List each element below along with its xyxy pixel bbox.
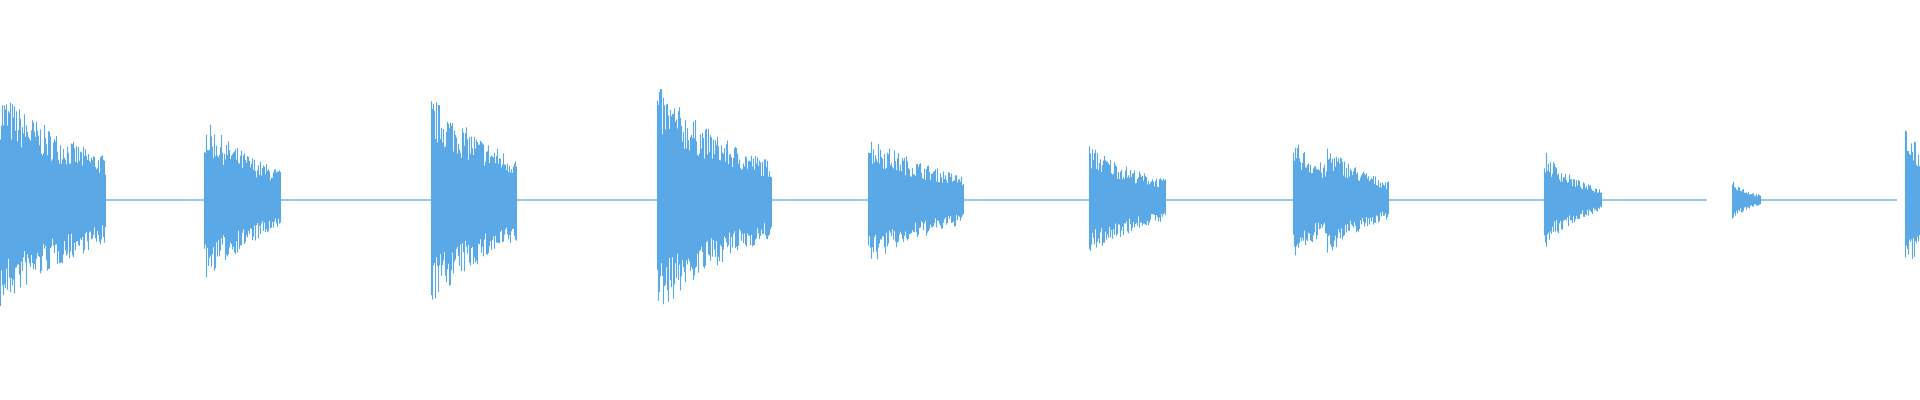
waveform-peaks [0,89,1920,307]
waveform-bars [0,89,1920,307]
